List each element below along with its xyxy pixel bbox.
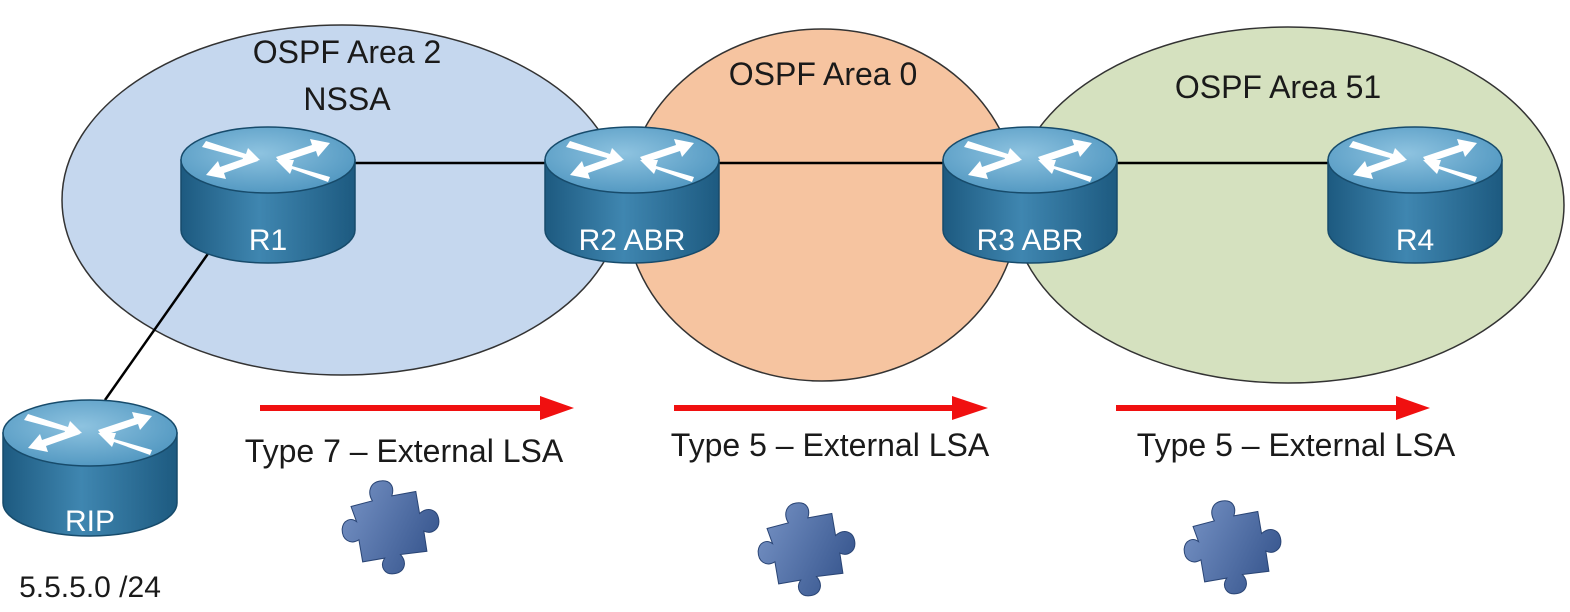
router-rip[interactable]: RIP [2, 399, 178, 538]
network-prefix-label: 5.5.5.0 /24 [19, 571, 161, 604]
router-r3-label: R3 ABR [977, 224, 1084, 257]
router-r4[interactable]: R4 [1327, 126, 1503, 264]
router-r2-label: R2 ABR [579, 224, 686, 257]
puzzle-piece-icon [1171, 485, 1294, 607]
router-r4-label: R4 [1396, 224, 1434, 257]
lsa-label-type7: Type 7 – External LSA [245, 433, 564, 469]
router-r3[interactable]: R3 ABR [942, 126, 1118, 264]
lsa-arrowhead-3 [1396, 396, 1430, 420]
lsa-label-type5-area0: Type 5 – External LSA [671, 427, 990, 463]
lsa-arrowheads [540, 396, 1430, 420]
router-r1-label: R1 [249, 224, 287, 257]
puzzle-piece-icon [745, 487, 868, 609]
router-r1[interactable]: R1 [180, 126, 356, 264]
router-rip-label: RIP [65, 505, 115, 538]
area-0-label: OSPF Area 0 [729, 56, 918, 92]
lsa-label-type5-area51: Type 5 – External LSA [1137, 427, 1456, 463]
link-r1-rip [103, 247, 214, 401]
router-r2[interactable]: R2 ABR [544, 126, 720, 264]
area-2-type-label: NSSA [303, 81, 391, 117]
links [103, 161, 1328, 401]
area-51-label: OSPF Area 51 [1175, 69, 1381, 105]
puzzle-piece-icon [329, 465, 452, 587]
lsa-arrowhead-2 [952, 396, 988, 420]
lsa-arrowhead-1 [540, 396, 574, 420]
area-2-label: OSPF Area 2 [253, 34, 442, 70]
